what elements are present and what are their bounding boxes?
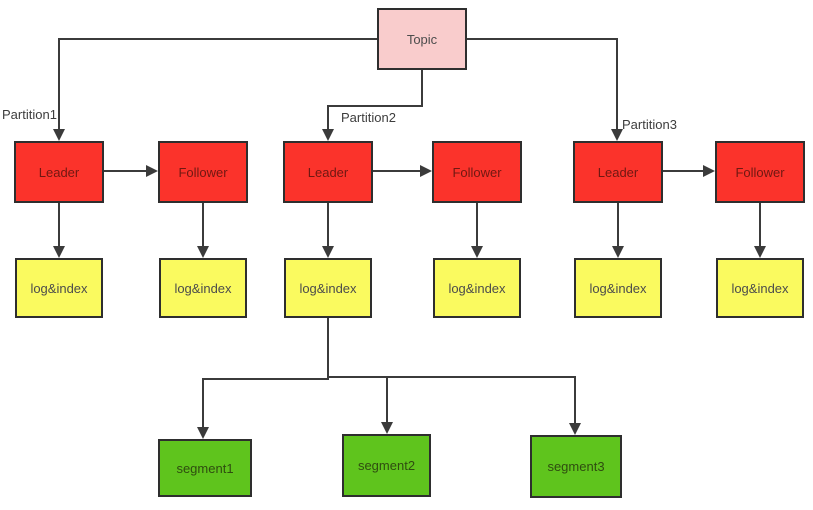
edge-topic-partition2-v2 [327, 105, 329, 130]
partition2-leader-node: Leader [283, 141, 373, 203]
partition2-leader-log-node: log&index [284, 258, 372, 318]
segment3-node: segment3 [530, 435, 622, 498]
arrowhead-p1-leader-log [53, 246, 65, 258]
topic-node: Topic [377, 8, 467, 70]
arrowhead-p2-follower-log [471, 246, 483, 258]
edge-p2-follower-log [476, 203, 478, 247]
partition3-leader-log-node: log&index [574, 258, 662, 318]
partition2-follower-node: Follower [432, 141, 522, 203]
edge-segment3-drop [574, 377, 576, 424]
edge-topic-partition3-v [616, 38, 618, 130]
partition3-label: Partition3 [622, 117, 677, 132]
edge-segment1-drop [202, 378, 204, 428]
edge-topic-partition3-h [467, 38, 618, 40]
arrowhead-topic-partition2 [322, 129, 334, 141]
partition3-follower-node: Follower [715, 141, 805, 203]
arrowhead-p2-leader-follower [420, 165, 432, 177]
partition3-leader-node: Leader [573, 141, 663, 203]
edge-topic-partition1-v [58, 38, 60, 130]
arrowhead-segment2 [381, 422, 393, 434]
arrowhead-p2-leader-log [322, 246, 334, 258]
partition2-label: Partition2 [341, 110, 396, 125]
edge-p3-leader-follower [663, 170, 704, 172]
arrowhead-segment1 [197, 427, 209, 439]
partition1-follower-node: Follower [158, 141, 248, 203]
edge-p3-follower-log [759, 203, 761, 247]
edge-p2-leader-log [327, 203, 329, 247]
edge-log-segments-trunk [327, 318, 329, 379]
segment2-node: segment2 [342, 434, 431, 497]
edge-log-segments-h-left [202, 378, 329, 380]
arrowhead-p3-leader-log [612, 246, 624, 258]
arrowhead-topic-partition3 [611, 129, 623, 141]
edge-p2-leader-follower [373, 170, 421, 172]
edge-topic-partition2-v1 [421, 70, 423, 107]
arrowhead-p1-follower-log [197, 246, 209, 258]
edge-topic-partition1-h [59, 38, 377, 40]
partition1-leader-log-node: log&index [15, 258, 103, 318]
arrowhead-topic-partition1 [53, 129, 65, 141]
partition3-follower-log-node: log&index [716, 258, 804, 318]
arrowhead-p1-leader-follower [146, 165, 158, 177]
edge-p3-leader-log [617, 203, 619, 247]
edge-topic-partition2-h [327, 105, 423, 107]
edge-segment2-drop [386, 376, 388, 423]
edge-p1-follower-log [202, 203, 204, 247]
partition1-follower-log-node: log&index [159, 258, 247, 318]
partition1-label: Partition1 [2, 107, 57, 122]
arrowhead-segment3 [569, 423, 581, 435]
arrowhead-p3-follower-log [754, 246, 766, 258]
arrowhead-p3-leader-follower [703, 165, 715, 177]
partition2-follower-log-node: log&index [433, 258, 521, 318]
edge-p1-leader-follower [104, 170, 147, 172]
partition1-leader-node: Leader [14, 141, 104, 203]
segment1-node: segment1 [158, 439, 252, 497]
edge-p1-leader-log [58, 203, 60, 247]
edge-log-segments-h-right [327, 376, 576, 378]
